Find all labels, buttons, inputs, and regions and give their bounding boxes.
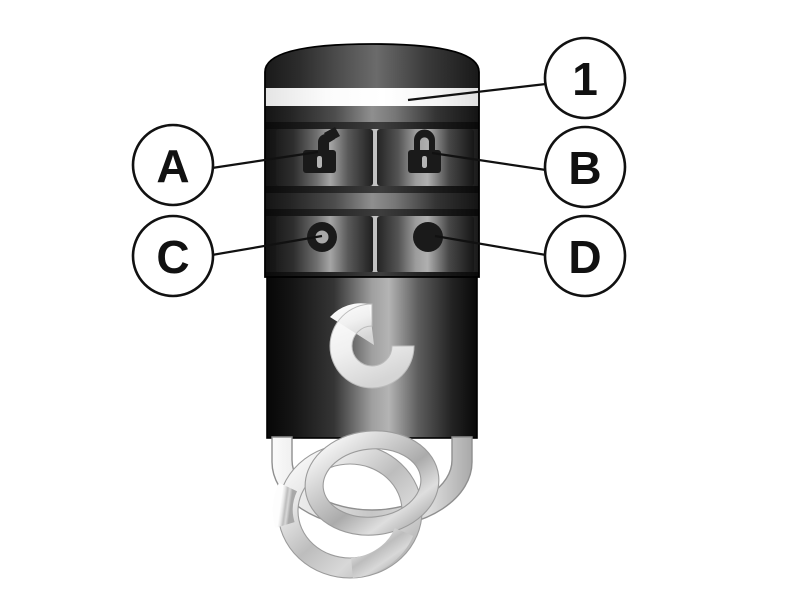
callout-1[interactable]: 1 (543, 36, 627, 120)
key-ring-small-outer-edge (304, 430, 440, 536)
fob-lower-body (266, 269, 478, 439)
padlock-closed-icon (408, 129, 441, 173)
callout-1-label: 1 (572, 53, 598, 105)
keyring-assembly (271, 430, 473, 579)
leader-line-d (434, 234, 547, 257)
fob-upper-outline (264, 43, 480, 278)
key-ring-overlap-bottom (350, 527, 414, 578)
callout-a-label: A (156, 140, 189, 192)
leader-line-a (211, 150, 319, 170)
button-row-lower (276, 216, 474, 273)
callout-c[interactable]: C (131, 214, 215, 298)
remote-key-fob (264, 43, 480, 579)
callout-a[interactable]: A (131, 123, 215, 207)
button-row-upper (276, 127, 474, 186)
indicator-light-band (265, 88, 479, 106)
leader-line-b (431, 151, 547, 172)
fob-lower-body-surface (267, 270, 477, 438)
padlock-open-icon (303, 127, 340, 173)
fob-band-shoulder (265, 106, 479, 124)
fob-mid-shoulder (265, 193, 479, 212)
callout-c-label: C (156, 231, 189, 283)
brand-logo-icon (329, 303, 415, 389)
callout-d-circle[interactable] (543, 214, 627, 298)
fob-rib-top (265, 122, 479, 129)
callout-b[interactable]: B (543, 125, 627, 209)
key-ring-overlap-left (272, 482, 298, 528)
callout-d-label: D (568, 231, 601, 283)
key-ring-small-inner-edge (322, 448, 422, 518)
fob-top-cap (265, 44, 479, 90)
fob-rib-middle-lower (265, 209, 479, 216)
callout-leader-lines (211, 82, 547, 257)
callout-d[interactable]: D (543, 214, 627, 298)
leader-line-1 (407, 82, 547, 102)
key-ring-small (305, 430, 439, 536)
fob-rib-middle-upper (265, 186, 479, 193)
circle-filled-icon (413, 222, 443, 252)
callout-b-circle[interactable] (543, 125, 627, 209)
callout-b-label: B (568, 142, 601, 194)
fob-rib-bottom (265, 272, 479, 277)
fob-upper-assembly (265, 44, 479, 277)
callout-1-circle[interactable] (543, 36, 627, 120)
callout-a-circle[interactable] (131, 123, 215, 207)
leader-line-c (211, 234, 323, 257)
callout-c-circle[interactable] (131, 214, 215, 298)
